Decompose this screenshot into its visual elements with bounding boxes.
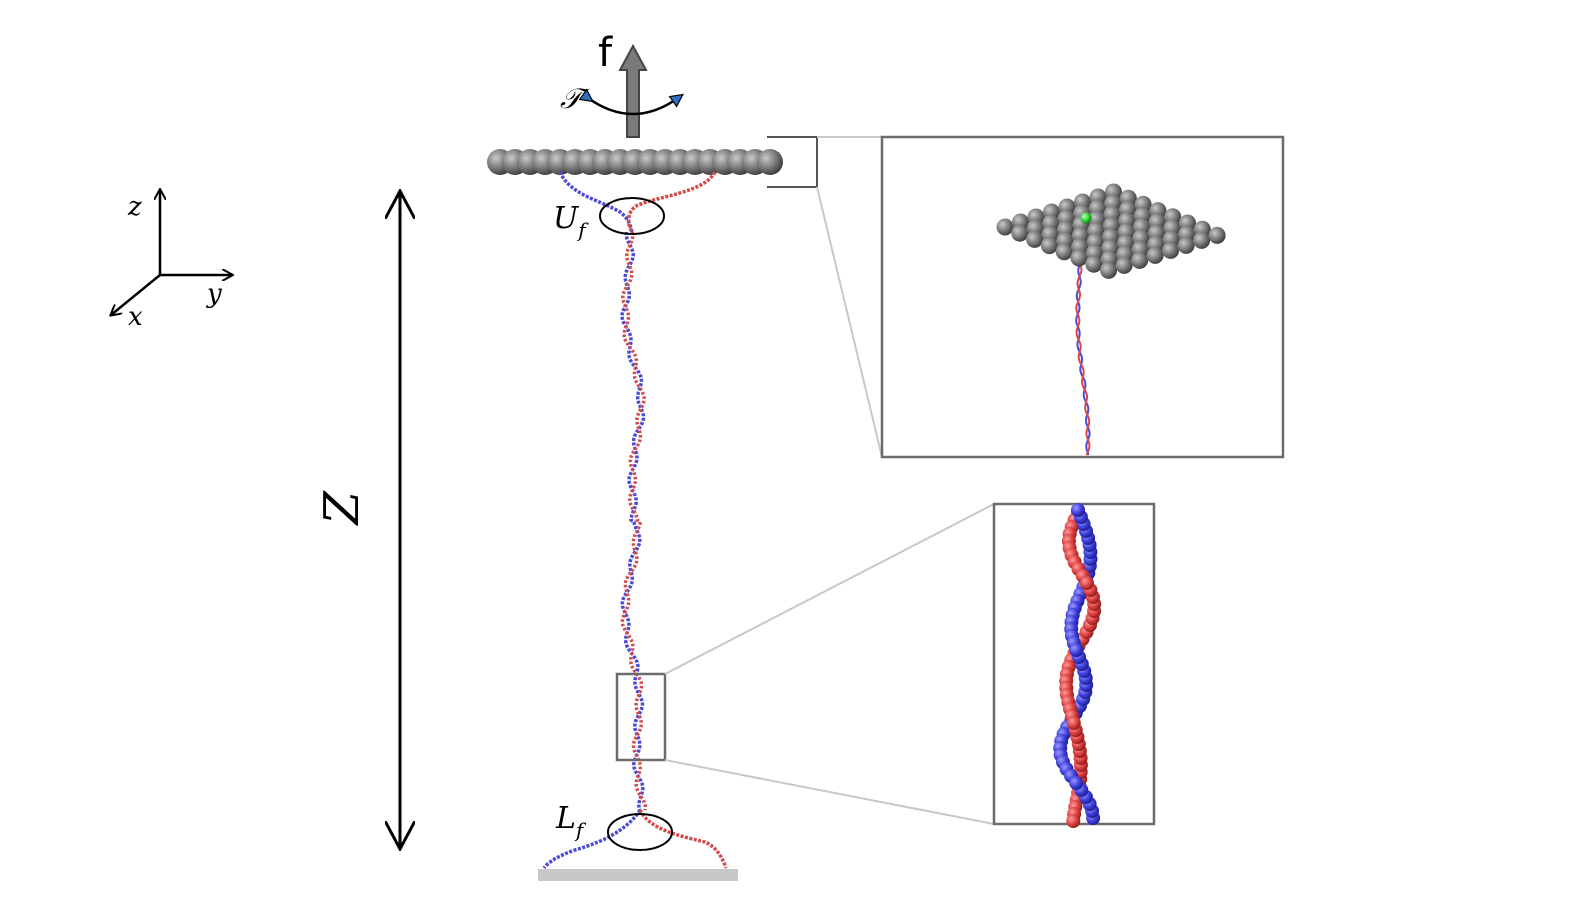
lower-fork-ellipse	[607, 813, 673, 851]
inset-plate-bead	[1131, 251, 1149, 269]
main-strand-red	[620, 231, 648, 811]
magnetic-bead-plate	[487, 149, 783, 175]
inset-plate-bead	[1177, 236, 1195, 254]
zoom-region-box	[615, 672, 667, 762]
upper-fork-strand-red	[626, 171, 717, 233]
plate-bead	[757, 149, 783, 175]
axis-label-x: x	[128, 302, 143, 332]
x-axis	[111, 274, 161, 315]
axis-label-z: z	[127, 192, 142, 222]
lower-fork-strand-red	[638, 809, 728, 869]
lower-fork-strand-blue	[542, 809, 642, 870]
plate-bracket	[767, 136, 818, 188]
inset-plate-bead	[1208, 226, 1226, 244]
helix-bead-blue	[1069, 643, 1084, 657]
double-headed-arrow-icon: Z	[314, 192, 400, 848]
inset-plate-bead	[1070, 249, 1088, 267]
torque-arrow-curve	[578, 88, 684, 116]
helix-bead-red	[1066, 716, 1081, 730]
top-inset-frame	[880, 135, 1285, 459]
inset-plate-bead	[1193, 231, 1211, 249]
upper-fork-label: Uf	[553, 201, 589, 242]
up-arrow-icon: f	[598, 30, 648, 138]
helix-closeup-inset	[992, 502, 1156, 828]
force-arrow-shape	[618, 43, 648, 138]
helix-bead-strands	[1053, 503, 1102, 828]
bottom-surface	[538, 869, 738, 881]
curved-rotation-arrow-icon: 𝒯	[560, 82, 684, 116]
anchor-bead-highlight	[1080, 212, 1092, 224]
inset-plate-bead	[1115, 256, 1133, 274]
torque-label: 𝒯	[560, 82, 590, 115]
inset-plate-bead	[1146, 246, 1164, 264]
inset-bead-plate	[996, 183, 1226, 279]
inset-plate-bead	[1040, 237, 1058, 255]
inset-plate-bead	[1162, 241, 1180, 259]
dna-double-strand	[542, 171, 728, 870]
inset-plate-bead	[1026, 230, 1044, 248]
helix-bead-blue	[1069, 776, 1084, 790]
inset-plate-bead	[1011, 224, 1029, 242]
lower-fork-marker: Lf	[555, 801, 673, 851]
axis-label-y: y	[206, 279, 222, 309]
upper-fork-ellipse	[599, 197, 665, 235]
main-strand-blue	[620, 231, 646, 811]
inset-plate-bead	[996, 218, 1014, 236]
zoom-connector-upper	[664, 503, 995, 675]
inset-plate-bead	[1085, 255, 1103, 273]
lower-fork-label: Lf	[555, 801, 587, 842]
helix-bead-red	[1066, 814, 1081, 828]
plate-perspective-inset	[880, 135, 1285, 459]
inset-plate-bead	[1055, 243, 1073, 261]
inset-dna-strand	[1075, 254, 1091, 456]
inset-plate-bead	[1100, 261, 1118, 279]
zoom-connector-lower	[664, 759, 995, 825]
extension-label: Z	[314, 490, 370, 527]
upper-fork-marker: Uf	[553, 197, 665, 242]
top-inset-connector-lower	[816, 186, 883, 458]
force-label: f	[598, 30, 613, 76]
helix-bead-blue	[1071, 503, 1085, 517]
xyz-axes-icon: z y x	[111, 190, 232, 332]
inset-strand-red	[1075, 254, 1091, 456]
helix-bead-red	[1079, 576, 1094, 590]
